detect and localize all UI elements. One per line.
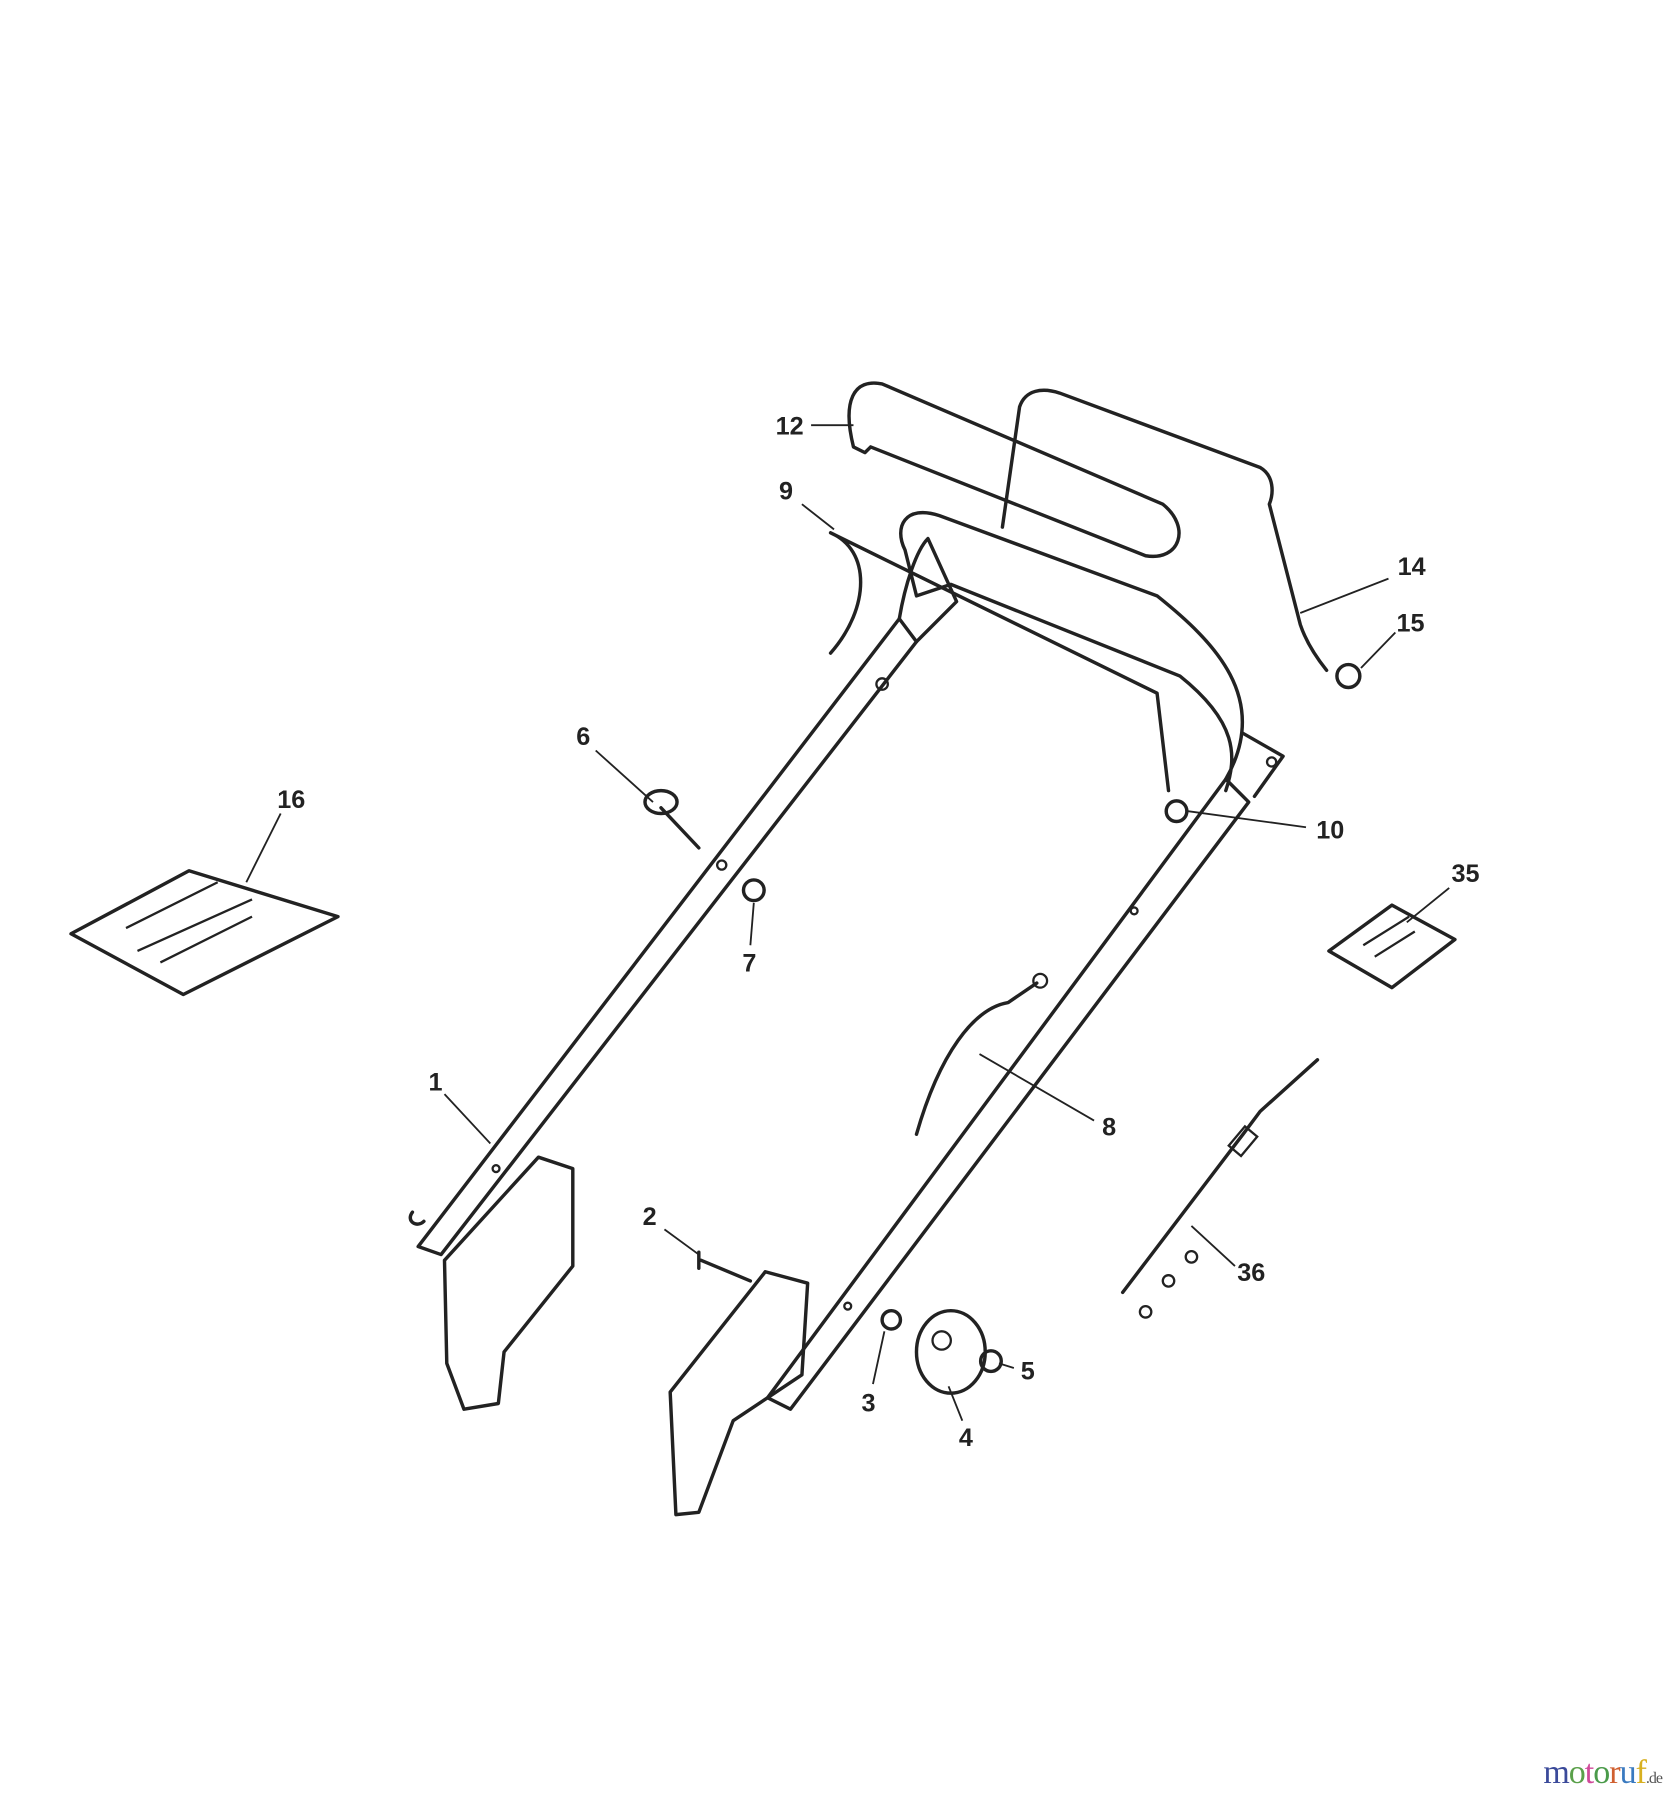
right-bracket [668,1270,810,1517]
part-12-upper-handle[interactable] [847,381,1181,559]
callout-2: 2 [643,1203,657,1231]
part-16-hardware-bag[interactable] [69,869,340,997]
callout-9: 9 [779,478,793,506]
logo-letter: o [1568,1754,1586,1791]
part-7-nut[interactable] [741,878,766,903]
part-1-lower-handle[interactable] [408,536,959,1257]
callout-35: 35 [1451,860,1479,888]
logo-wordmark: motoruf [1543,1754,1647,1791]
callout-14: 14 [1398,553,1426,581]
callout-10: 10 [1316,817,1344,845]
callout-15: 15 [1396,609,1424,637]
callout-6: 6 [576,723,590,751]
callout-4: 4 [959,1424,973,1452]
callout-12: 12 [776,412,804,440]
logo-letter: r [1609,1754,1620,1791]
logo-letter: m [1543,1754,1569,1791]
logo-letter: u [1619,1754,1637,1791]
part-2-bolt[interactable] [697,1250,753,1283]
part-5-nut[interactable] [978,1349,1003,1374]
callout-5: 5 [1021,1357,1035,1385]
part-15-nut[interactable] [1335,662,1362,690]
leader-lines [245,424,1450,1422]
motoruf-logo: motoruf.de [1543,1754,1663,1792]
part-36-cable[interactable] [1120,1058,1320,1319]
logo-letter: t [1584,1754,1595,1791]
callout-1: 1 [428,1069,442,1097]
callout-36: 36 [1237,1259,1265,1287]
part-3-bolt[interactable] [880,1308,903,1331]
logo-letter: f [1635,1754,1647,1791]
callout-8: 8 [1102,1113,1116,1141]
part-9-lever[interactable] [828,531,1171,793]
callout-16: 16 [277,786,305,814]
logo-letter: o [1593,1754,1610,1791]
left-bracket [442,1155,575,1411]
part-4-knob[interactable] [914,1308,987,1395]
callout-3: 3 [861,1390,875,1418]
part-6-knob-bolt[interactable] [643,788,701,850]
part-1-right-tube[interactable] [765,510,1285,1411]
part-8-cable[interactable] [914,972,1049,1136]
part-35-hardware-bag[interactable] [1327,903,1457,990]
part-10-nut[interactable] [1164,799,1189,824]
callout-7: 7 [742,950,756,978]
logo-suffix: .de [1645,1770,1663,1787]
part-14-bail-lever[interactable] [1000,388,1329,673]
